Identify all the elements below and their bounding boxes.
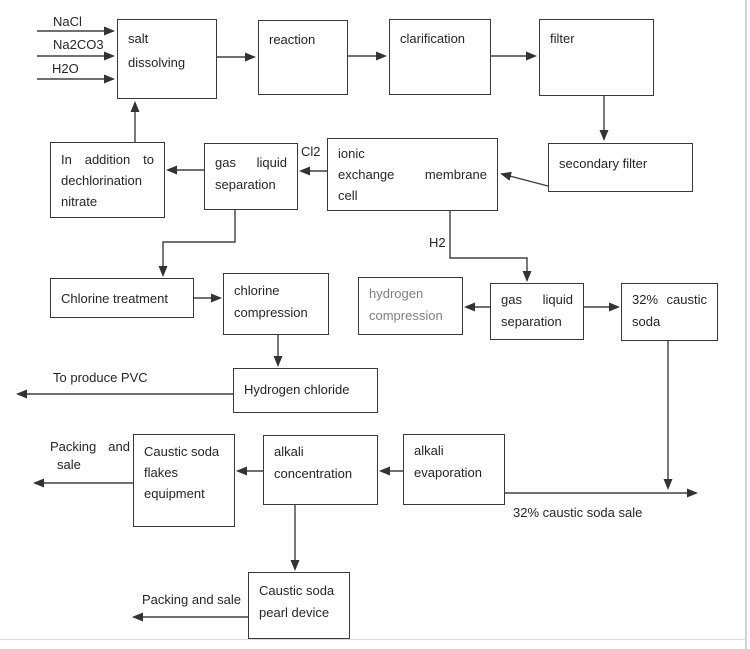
node-label: cell — [338, 188, 358, 203]
node-hydrogen-chloride: Hydrogen chloride — [233, 368, 378, 413]
input-label-na2co3: Na2CO3 — [53, 37, 104, 52]
node-label: Hydrogen chloride — [244, 382, 350, 397]
node-label: separation — [501, 314, 562, 329]
node-label: gas liquid — [215, 155, 287, 170]
arrow-cell-h2-to-gasliquid2 — [449, 211, 532, 282]
node-label: separation — [215, 177, 276, 192]
node-gas-liquid-separation-chlorine: gas liquid separation — [204, 143, 298, 210]
node-label: flakes — [144, 465, 178, 480]
node-label: dissolving — [128, 55, 186, 70]
node-chlorine-treatment: Chlorine treatment — [50, 278, 194, 318]
stream-label-cl2: Cl2 — [301, 144, 321, 159]
node-label: clarification — [400, 31, 466, 46]
node-label: 32% caustic — [632, 292, 707, 307]
output-label-packing-and-sale-top: Packing and sale — [50, 438, 130, 474]
node-label: pearl device — [259, 605, 330, 620]
node-label: soda — [632, 314, 661, 329]
node-label: concentration — [274, 466, 353, 481]
node-salt-dissolving: salt dissolving — [117, 19, 217, 99]
output-label-line: Packing and — [50, 439, 130, 454]
node-label: dechlorination — [61, 173, 142, 188]
node-label: Chlorine treatment — [61, 291, 168, 306]
node-label: hydrogen — [369, 286, 424, 301]
node-label: alkali — [414, 443, 444, 458]
node-filter: filter — [539, 19, 654, 96]
input-label-nacl: NaCl — [53, 14, 82, 29]
node-gas-liquid-separation-hydrogen: gas liquid separation — [490, 283, 584, 340]
node-label: nitrate — [61, 194, 98, 209]
node-label: filter — [550, 31, 575, 46]
output-label-to-produce-pvc: To produce PVC — [53, 370, 148, 385]
node-label: chlorine — [234, 283, 280, 298]
node-label: Caustic soda — [144, 444, 220, 459]
output-label-caustic-soda-sale: 32% caustic soda sale — [513, 505, 643, 520]
node-clarification: clarification — [389, 19, 491, 95]
node-caustic-soda-pearl-device: Caustic soda pearl device — [248, 572, 350, 639]
node-label: Caustic soda — [259, 583, 335, 598]
node-label: compression — [369, 308, 443, 323]
node-reaction: reaction — [258, 20, 348, 95]
node-label: salt — [128, 31, 149, 46]
page-frame-bottom-border — [0, 639, 747, 640]
page-frame-right-border — [745, 0, 747, 649]
node-dechlorination-nitrate: In addition to dechlorination nitrate — [50, 142, 165, 218]
arrow-secondary-to-cell — [500, 171, 549, 187]
node-label: compression — [234, 305, 308, 320]
node-chlorine-compression: chlorine compression — [223, 273, 329, 335]
node-hydrogen-compression: hydrogen compression — [358, 277, 463, 335]
node-alkali-evaporation: alkali evaporation — [403, 434, 505, 505]
output-label-line: sale — [57, 457, 81, 472]
stream-label-h2: H2 — [429, 235, 446, 250]
node-label: exchange membrane — [338, 167, 487, 182]
node-label: evaporation — [414, 465, 482, 480]
node-label: equipment — [144, 486, 205, 501]
output-label-packing-and-sale-bottom: Packing and sale — [142, 592, 242, 607]
input-label-h2o: H2O — [52, 61, 79, 76]
node-ionic-exchange-membrane-cell: ionic exchange membrane cell — [327, 138, 498, 211]
node-label: gas liquid — [501, 292, 573, 307]
node-32-caustic-soda: 32% caustic soda — [621, 283, 718, 341]
node-label: alkali — [274, 444, 304, 459]
node-label: ionic — [338, 146, 365, 161]
node-label: reaction — [269, 32, 316, 47]
node-label: secondary filter — [559, 156, 648, 171]
node-label: In addition to — [61, 152, 154, 167]
node-alkali-concentration: alkali concentration — [263, 435, 378, 505]
arrow-gasliquid1-to-treatment — [158, 210, 236, 277]
node-secondary-filter: secondary filter — [548, 143, 693, 192]
node-caustic-soda-flakes-equipment: Caustic soda flakes equipment — [133, 434, 235, 527]
